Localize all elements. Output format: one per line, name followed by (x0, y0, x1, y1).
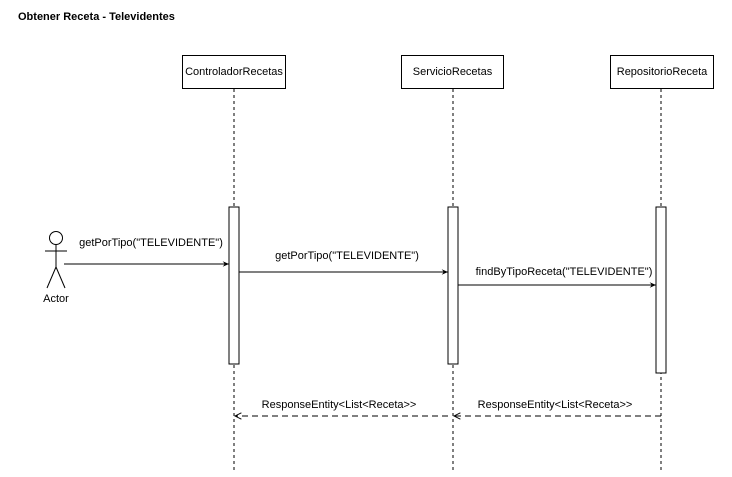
message-label-r2: ResponseEntity<List<Receta>> (477, 399, 633, 411)
message-label-m2: getPorTipo("TELEVIDENTE") (275, 250, 419, 262)
message-label-m1: getPorTipo("TELEVIDENTE") (79, 237, 223, 249)
diagram-title: Obtener Receta - Televidentes (18, 11, 175, 23)
participant-repositorio: RepositorioReceta (610, 55, 714, 89)
participant-controlador: ControladorRecetas (182, 55, 286, 89)
actor-figure-icon (45, 231, 67, 289)
activation-bar-servicio (447, 206, 459, 365)
message-label-m3: findByTipoReceta("TELEVIDENTE") (475, 266, 653, 278)
actor-label: Actor (43, 293, 69, 305)
activation-bar-controlador (228, 206, 240, 365)
message-label-r1: ResponseEntity<List<Receta>> (261, 399, 417, 411)
activation-bar-repositorio (655, 206, 667, 374)
participant-servicio: ServicioRecetas (401, 55, 504, 89)
